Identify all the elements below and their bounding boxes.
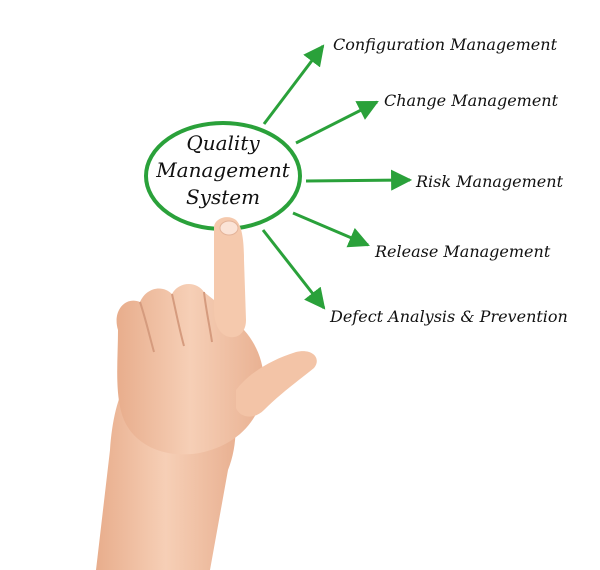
branch-label-change: Change Management (384, 91, 559, 110)
center-node-label: Quality Management System (150, 130, 296, 211)
arrow-defect (261, 229, 326, 310)
arrow-risk (305, 169, 413, 191)
branch-label-defect: Defect Analysis & Prevention (330, 307, 568, 326)
arrow-configuration (262, 44, 325, 125)
center-line-2: Management (156, 158, 290, 182)
pointing-hand-image (96, 217, 317, 570)
branch-label-release: Release Management (375, 242, 551, 261)
arrow-release (292, 211, 370, 248)
branch-label-configuration: Configuration Management (333, 35, 558, 54)
arrow-change (295, 100, 379, 145)
branch-label-risk: Risk Management (416, 172, 564, 191)
center-line-3: System (185, 185, 261, 209)
center-line-1: Quality (186, 131, 260, 155)
